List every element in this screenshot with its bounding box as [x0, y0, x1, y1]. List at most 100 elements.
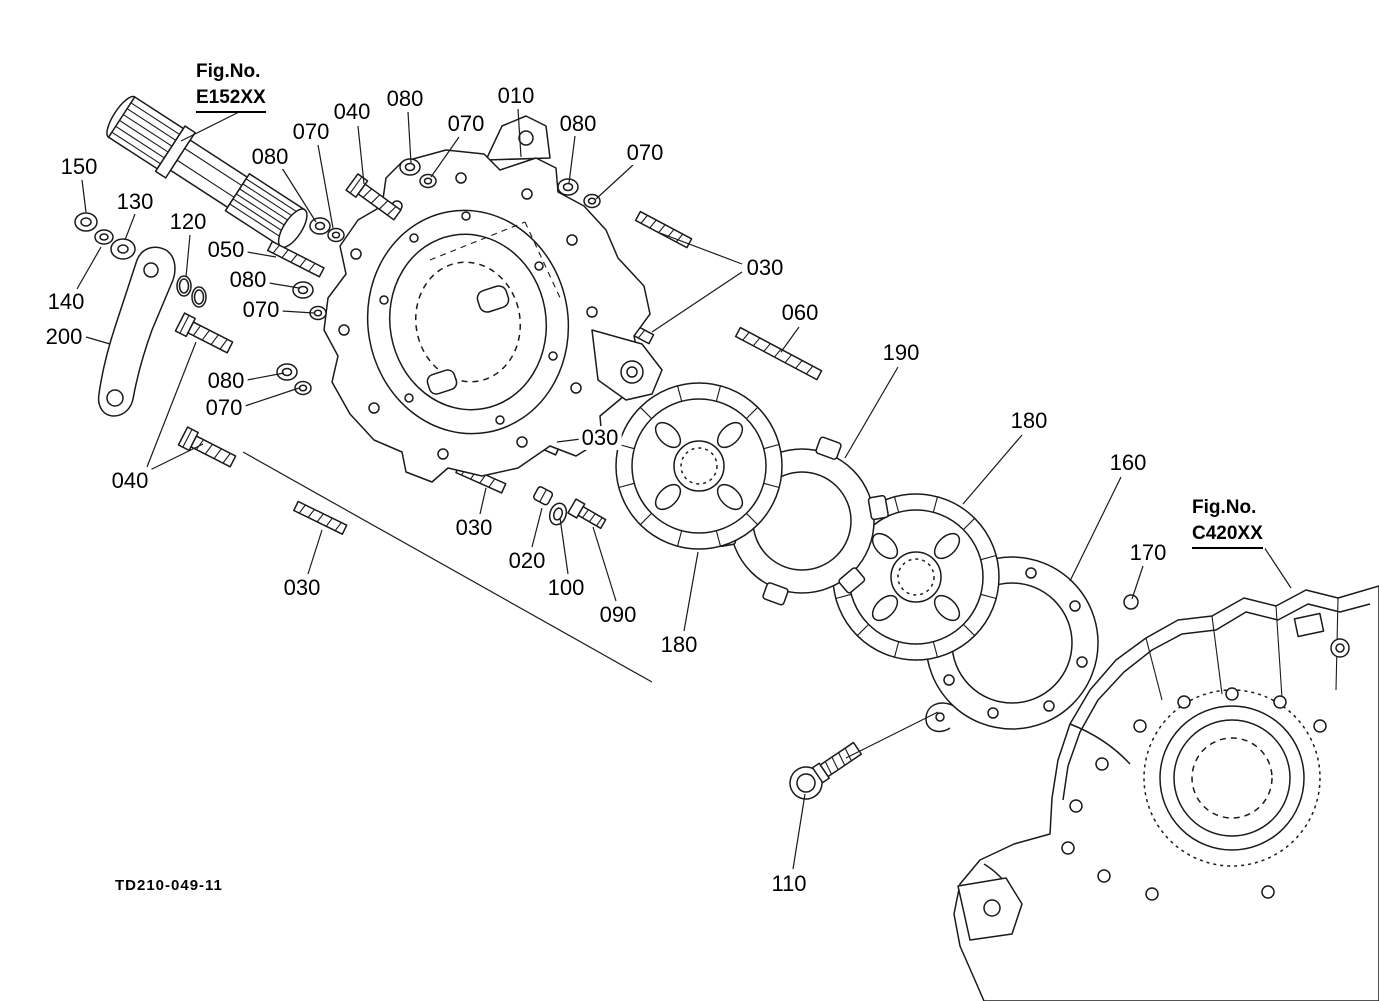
part-label-070-17: 070 [202, 396, 246, 420]
leader-line [1069, 476, 1122, 582]
figref-c420-label: Fig.No. [1192, 497, 1257, 518]
leader-line [592, 526, 617, 602]
leader-line [559, 517, 569, 575]
part-label-050-13: 050 [204, 238, 248, 262]
part-label-070-6: 070 [289, 120, 333, 144]
crankcase [953, 585, 1379, 1001]
leader-line [244, 387, 300, 407]
washer-070-e [294, 380, 312, 396]
nut-150 [74, 212, 98, 232]
leader-line [242, 451, 653, 683]
locating-ball [1123, 594, 1139, 610]
washer-070-d [309, 305, 327, 321]
leader-line [568, 135, 576, 184]
stud-030-e [293, 500, 348, 535]
leader-line [1261, 543, 1292, 589]
part-label-170-24: 170 [1126, 541, 1170, 565]
leader-line [281, 167, 317, 223]
part-label-030-19: 030 [743, 256, 787, 280]
part-label-080-5: 080 [248, 145, 292, 169]
pto-shaft [106, 95, 308, 249]
nut-080-d [292, 281, 314, 299]
leader-line [246, 372, 285, 381]
part-label-060-20: 060 [778, 301, 822, 325]
part-label-150-0: 150 [57, 155, 101, 179]
leader-line [146, 341, 197, 468]
o-rings-120 [176, 275, 207, 308]
leader-line [357, 125, 365, 185]
leader-line [430, 136, 460, 178]
part-label-180-30: 180 [657, 633, 701, 657]
part-label-020-27: 020 [505, 549, 549, 573]
intermediate-plate [715, 436, 889, 606]
figref-e152: Fig.No. E152XX [194, 59, 268, 114]
part-label-090-29: 090 [596, 603, 640, 627]
stud-060 [734, 326, 823, 381]
part-label-080-14: 080 [226, 268, 270, 292]
nut-080-e [276, 363, 298, 381]
figref-c420-code: C420XX [1192, 521, 1263, 550]
leader-line [556, 438, 582, 443]
stud-050 [266, 240, 325, 278]
part-label-190-21: 190 [879, 341, 923, 365]
part-label-180-22: 180 [1007, 409, 1051, 433]
leader-line [651, 271, 743, 333]
nut-080-a [309, 217, 331, 235]
leader-line [147, 443, 204, 472]
friction-disc-front [615, 382, 783, 550]
nut-080-c [557, 178, 579, 196]
friction-disc-rear [832, 493, 1000, 661]
washer-100 [548, 502, 568, 526]
part-label-030-26: 030 [452, 516, 496, 540]
shift-lever [97, 246, 176, 417]
part-label-080-8: 080 [383, 87, 427, 111]
part-label-040-18: 040 [108, 469, 152, 493]
bolt-110 [789, 741, 863, 800]
leader-line [124, 213, 136, 241]
part-label-160-23: 160 [1106, 451, 1150, 475]
leader-line [76, 246, 102, 290]
clutch-case-cover [323, 115, 663, 483]
leader-line [1131, 565, 1144, 600]
pin-020 [533, 486, 554, 506]
leader-line [317, 144, 334, 229]
leader-line [683, 551, 699, 632]
leader-line [844, 366, 899, 459]
part-label-030-31: 030 [280, 576, 324, 600]
leader-line [479, 487, 487, 515]
part-label-080-16: 080 [204, 369, 248, 393]
leader-line [845, 711, 939, 759]
drawing-number: TD210-049-11 [115, 877, 223, 894]
bolt-090 [567, 498, 607, 530]
leader-line [81, 179, 87, 213]
part-label-010-10: 010 [494, 84, 538, 108]
leader-line [531, 507, 543, 548]
washer-140 [94, 229, 114, 245]
part-label-200-4: 200 [42, 325, 86, 349]
leader-line [281, 310, 315, 314]
bolt-040-top [345, 173, 402, 221]
leader-line [180, 109, 244, 142]
leader-line [307, 529, 323, 575]
leader-lines [76, 108, 1292, 870]
part-label-070-15: 070 [239, 298, 283, 322]
leader-line [780, 326, 800, 353]
washer-130 [110, 238, 136, 260]
washer-070-a [327, 227, 345, 243]
leader-line [407, 111, 412, 164]
part-label-070-12: 070 [623, 141, 667, 165]
part-label-110-32: 110 [768, 872, 810, 896]
part-label-120-2: 120 [166, 210, 210, 234]
nut-080-b [399, 158, 421, 176]
leader-line [792, 793, 806, 870]
part-label-030-25: 030 [578, 426, 622, 450]
leader-line [185, 234, 191, 278]
part-label-140-3: 140 [44, 290, 88, 314]
figref-e152-label: Fig.No. [196, 61, 261, 82]
figref-c420: Fig.No. C420XX [1190, 495, 1265, 550]
leader-line [962, 434, 1023, 505]
leader-line [659, 232, 743, 265]
